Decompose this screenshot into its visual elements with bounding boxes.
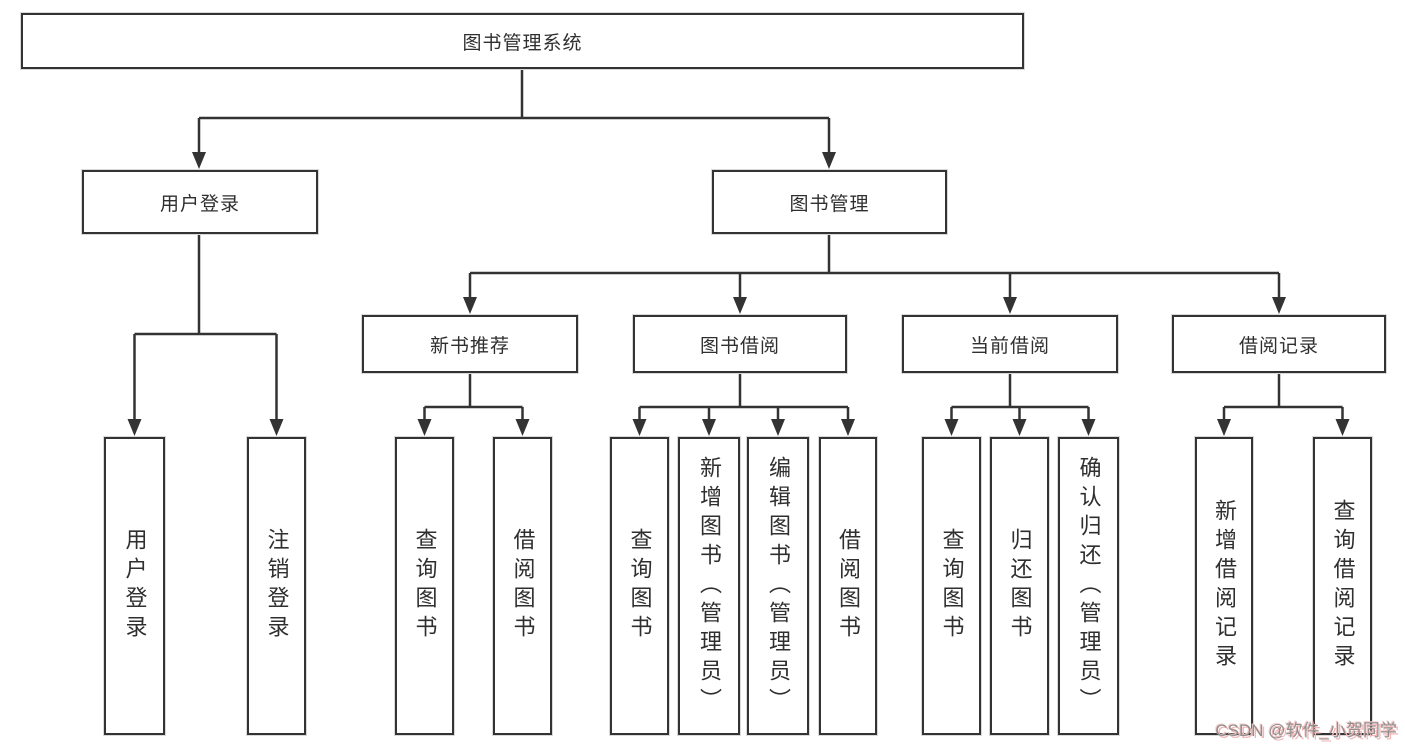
node-current-borrow-label: 当前借阅 <box>969 335 1050 357</box>
leaf-add-book-admin: 新增图书（管理员） <box>678 437 740 735</box>
leaf-user-login-label: 用户登录 <box>122 528 148 644</box>
node-user-login: 用户登录 <box>82 170 318 234</box>
leaf-add-book-admin-label: 新增图书（管理员） <box>697 455 722 717</box>
leaf-recommend-query-book: 查询图书 <box>395 437 454 735</box>
csdn-watermark: CSDN @软件_小贺同学 <box>1215 721 1397 740</box>
node-new-book-recommend: 新书推荐 <box>362 315 578 373</box>
node-user-login-label: 用户登录 <box>159 193 240 215</box>
leaf-return-book-label: 归还图书 <box>1007 528 1033 644</box>
leaf-borrow-book-label: 借阅图书 <box>836 528 861 644</box>
leaf-recommend-query-book-label: 查询图书 <box>412 528 438 644</box>
leaf-add-borrow-record: 新增借阅记录 <box>1195 437 1253 735</box>
leaf-user-login: 用户登录 <box>104 437 165 735</box>
leaf-edit-book-admin: 编辑图书（管理员） <box>747 437 809 735</box>
leaf-query-borrow-record-label: 查询借阅记录 <box>1330 499 1356 673</box>
leaf-logout: 注销登录 <box>247 437 306 735</box>
leaf-borrow-query-book: 查询图书 <box>610 437 669 735</box>
node-current-borrow: 当前借阅 <box>902 315 1118 373</box>
node-new-book-recommend-label: 新书推荐 <box>429 335 510 357</box>
leaf-query-borrow-record: 查询借阅记录 <box>1313 437 1372 735</box>
leaf-logout-label: 注销登录 <box>264 528 290 644</box>
node-borrow-records-label: 借阅记录 <box>1238 335 1319 357</box>
node-root: 图书管理系统 <box>21 13 1024 69</box>
leaf-recommend-borrow-book: 借阅图书 <box>493 437 552 735</box>
node-book-management-label: 图书管理 <box>789 193 870 215</box>
leaf-return-book: 归还图书 <box>990 437 1049 735</box>
connector-stems <box>133 69 1344 424</box>
leaf-edit-book-admin-label: 编辑图书（管理员） <box>766 455 791 717</box>
leaf-confirm-return-admin: 确认归还（管理员） <box>1058 437 1119 735</box>
leaf-borrow-book: 借阅图书 <box>819 437 877 735</box>
leaf-add-borrow-record-label: 新增借阅记录 <box>1212 499 1237 673</box>
node-book-borrow-label: 图书借阅 <box>699 335 780 357</box>
leaf-current-query-book: 查询图书 <box>922 437 981 735</box>
node-borrow-records: 借阅记录 <box>1172 315 1386 373</box>
node-book-borrow: 图书借阅 <box>633 315 847 373</box>
node-book-management: 图书管理 <box>712 170 947 234</box>
leaf-current-query-book-label: 查询图书 <box>939 528 965 644</box>
leaf-confirm-return-admin-label: 确认归还（管理员） <box>1076 455 1102 717</box>
node-root-label: 图书管理系统 <box>462 32 583 54</box>
leaf-borrow-query-book-label: 查询图书 <box>627 528 653 644</box>
leaf-recommend-borrow-book-label: 借阅图书 <box>510 528 536 644</box>
